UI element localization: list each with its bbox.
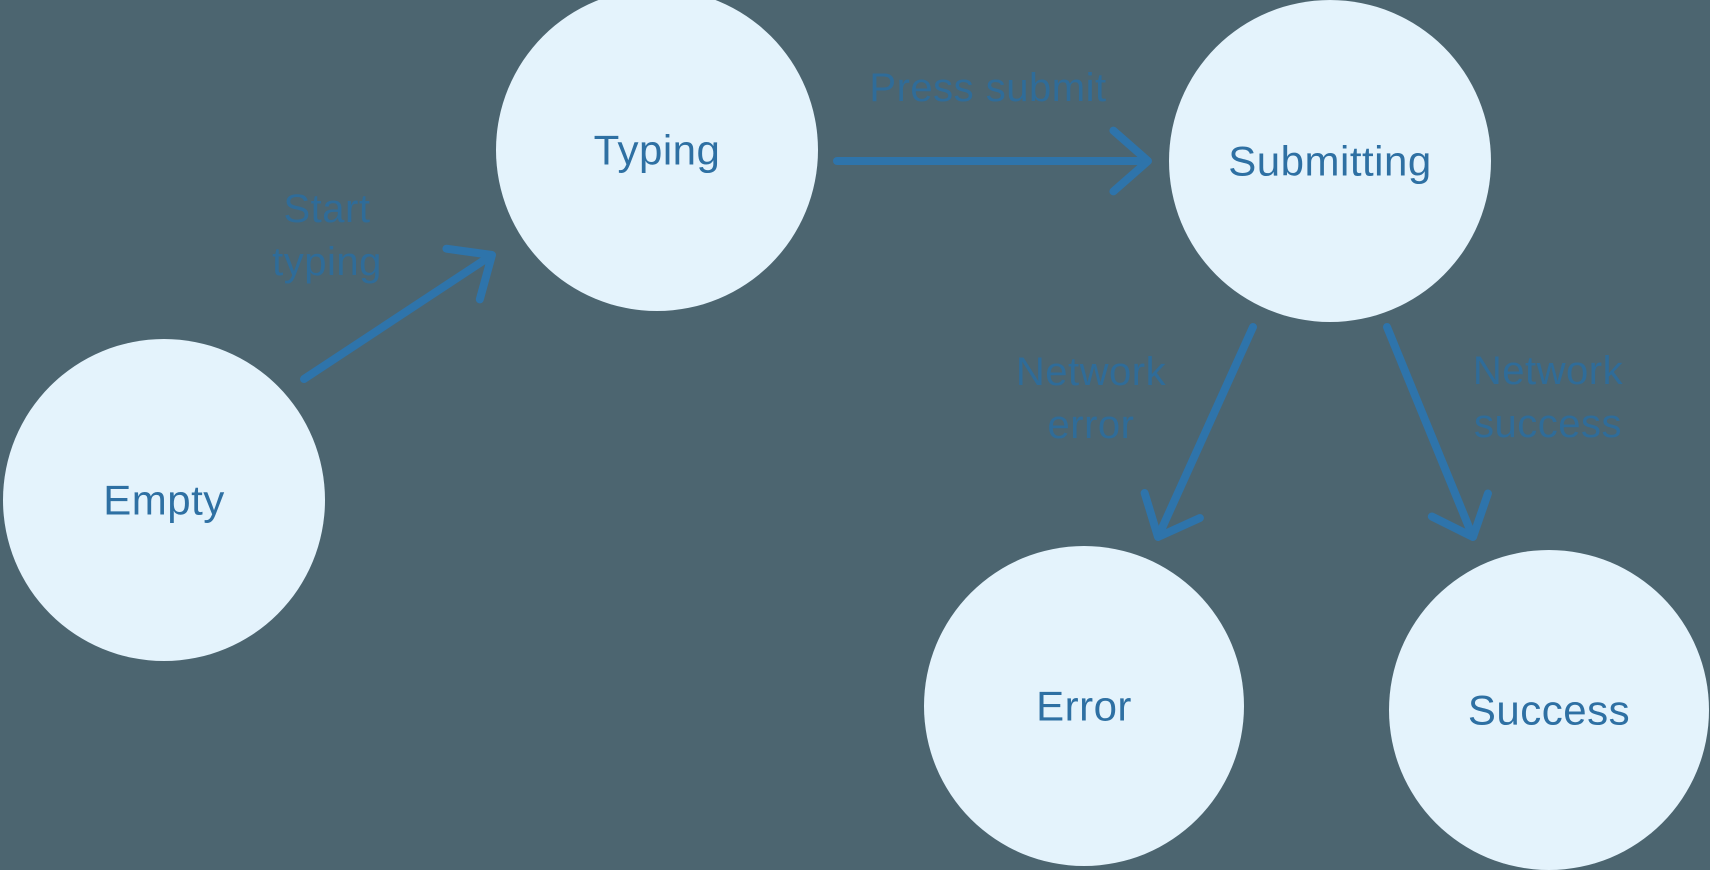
transition-label-network-error-line2: error bbox=[1048, 403, 1135, 447]
transition-start-typing: Start typing bbox=[272, 187, 496, 383]
arrowhead-icon-press-submit bbox=[1109, 126, 1152, 196]
state-label-success: Success bbox=[1468, 687, 1630, 734]
state-label-submitting: Submitting bbox=[1228, 138, 1431, 185]
state-circle-typing bbox=[496, 0, 818, 311]
transition-label-network-success-line1: Network bbox=[1473, 349, 1624, 393]
transition-line-network-error bbox=[1158, 323, 1257, 532]
state-node-submitting: Submitting bbox=[1169, 0, 1491, 322]
transition-line-start-typing bbox=[300, 256, 488, 383]
state-circle-submitting bbox=[1169, 0, 1491, 322]
state-label-typing: Typing bbox=[594, 127, 721, 174]
transition-label-start-typing-line1: Start bbox=[284, 187, 371, 231]
state-node-typing: Typing bbox=[496, 0, 818, 311]
transition-line-network-success bbox=[1383, 323, 1474, 532]
arrowhead-icon-network-error bbox=[1140, 488, 1204, 541]
transition-label-network-error-line1: Network bbox=[1016, 350, 1167, 394]
state-circle-error bbox=[924, 546, 1244, 866]
state-circle-success bbox=[1389, 550, 1709, 870]
transition-press-submit: Press submit bbox=[833, 66, 1152, 196]
transition-label-network-success-line2: success bbox=[1474, 402, 1622, 446]
state-node-error: Error bbox=[924, 546, 1244, 866]
transition-label-start-typing-line2: typing bbox=[272, 240, 382, 284]
state-circle-empty bbox=[3, 339, 325, 661]
state-node-success: Success bbox=[1389, 550, 1709, 870]
state-label-error: Error bbox=[1036, 683, 1132, 730]
transition-network-error: Network error bbox=[1016, 323, 1257, 541]
arrowhead-icon-network-success bbox=[1427, 489, 1492, 541]
transition-label-press-submit-line1: Press submit bbox=[869, 66, 1106, 110]
transition-network-success: Network success bbox=[1383, 323, 1624, 541]
state-node-empty: Empty bbox=[3, 339, 325, 661]
state-label-empty: Empty bbox=[103, 477, 225, 524]
arrowhead-icon-start-typing bbox=[442, 244, 496, 304]
